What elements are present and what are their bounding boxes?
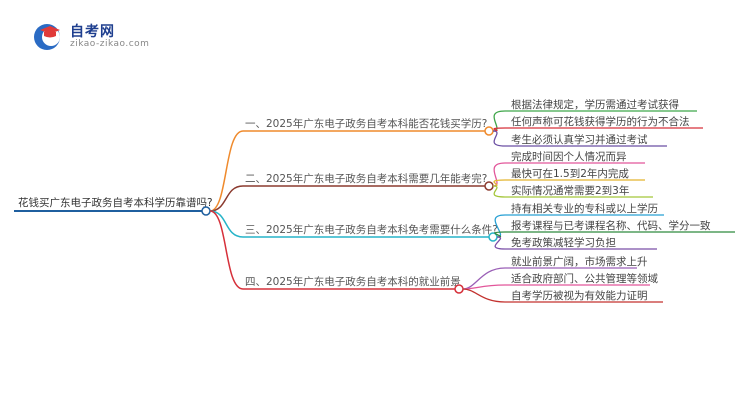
branch-3-connector	[209, 210, 244, 238]
branch-4-child-1[interactable]: 就业前景广阔，市场需求上升	[511, 255, 648, 268]
branch-2-child-3[interactable]: 实际情况通常需要2到3年	[511, 184, 629, 197]
branch-1-child-3-connector	[492, 130, 506, 147]
branch-2-topic[interactable]: 二、2025年广东电子政务自考本科需要几年能考完?	[245, 172, 487, 185]
branch-2-child-2-connector	[492, 179, 506, 187]
branch-3-child-2[interactable]: 报考课程与已考课程名称、代码、学分一致	[511, 219, 711, 232]
branch-4-child-2[interactable]: 适合政府部门、公共管理等领域	[511, 272, 658, 285]
branch-4-connector	[209, 210, 244, 290]
branch-2-connector	[209, 185, 244, 212]
branch-3-child-1[interactable]: 持有相关专业的专科或以上学历	[511, 202, 658, 215]
branch-3-topic[interactable]: 三、2025年广东电子政务自考本科免考需要什么条件?	[245, 223, 498, 236]
branch-1-child-2[interactable]: 任何声称可花钱获得学历的行为不合法	[511, 115, 690, 128]
branch-1-child-1[interactable]: 根据法律规定，学历需通过考试获得	[511, 98, 679, 111]
branch-4-child-3[interactable]: 自考学历被视为有效能力证明	[511, 289, 648, 302]
logo-domain: zikao-zikao.com	[70, 39, 150, 49]
branch-2-child-2[interactable]: 最快可在1.5到2年内完成	[511, 167, 629, 180]
logo-name: 自考网	[70, 24, 115, 40]
branch-2-node-dot	[484, 181, 494, 191]
branch-1-connector	[209, 130, 244, 212]
branch-3-child-3[interactable]: 免考政策减轻学习负担	[511, 236, 616, 249]
site-logo[interactable]: 自考网 zikao-zikao.com	[30, 18, 160, 54]
branch-1-node-dot	[484, 126, 494, 136]
graduation-cap-icon	[34, 24, 60, 50]
branch-4-node-dot	[454, 284, 464, 294]
branch-1-topic[interactable]: 一、2025年广东电子政务自考本科能否花钱买学历?	[245, 117, 487, 130]
branch-2-child-3-connector	[492, 185, 506, 198]
branch-2-child-1[interactable]: 完成时间因个人情况而异	[511, 150, 627, 163]
branch-3-child-3-connector	[494, 236, 506, 250]
branch-4-topic[interactable]: 四、2025年广东电子政务自考本科的就业前景	[245, 275, 461, 288]
branch-4-child-3-connector	[462, 288, 506, 303]
branch-1-child-3[interactable]: 考生必须认真学习并通过考试	[511, 133, 648, 146]
root-node-dot	[201, 206, 211, 216]
root-topic[interactable]: 花钱买广东电子政务自考本科学历靠谱吗?	[18, 196, 213, 209]
